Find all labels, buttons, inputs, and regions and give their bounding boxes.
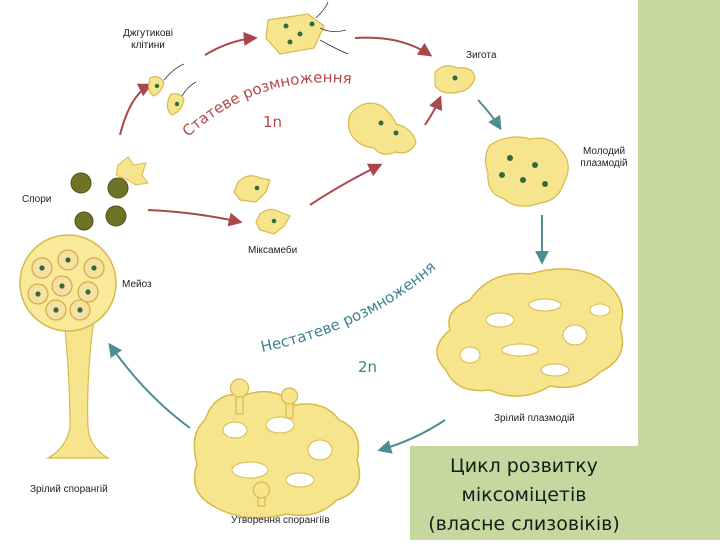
zygote-label: Зигота [466, 50, 497, 61]
arrow-to-flagellated-top [204, 31, 258, 56]
fusing-cells-illustration [347, 102, 417, 155]
sporangium-formation-label: Утворення спорангіїв [231, 515, 330, 526]
asexual-ploidy-label: 2n [358, 358, 377, 376]
caption-line-3: (власне слизовіків) [428, 513, 620, 535]
arrow-zygote-to-young-plasmodium [477, 99, 502, 131]
arrow-spores-to-myxamoebae [147, 209, 243, 227]
mature-plasmodium-illustration [436, 268, 624, 397]
meiosis-label: Мейоз [122, 279, 152, 290]
arrow-flagellated-to-zygote [354, 36, 433, 57]
myxamoebae-label: Міксамеби [248, 245, 298, 256]
asexual-reproduction-title: Нестатеве розмноження [259, 258, 439, 356]
young-plasmodium-label-line1: Молодий [582, 146, 626, 157]
arrow-formation-to-mature-sporangium [108, 342, 191, 429]
flagellated-cells-label-line2: клітини [131, 40, 165, 51]
zygote-illustration [434, 65, 476, 94]
flagellated-cells-illustration [148, 1, 349, 116]
arrow-spores-to-flagellated [119, 83, 153, 136]
myxamoebae-illustration [233, 175, 291, 235]
mature-plasmodium-label: Зрілий плазмодій [494, 413, 575, 424]
spores-illustration [70, 156, 149, 231]
arrow-myxamoebae-to-fusion [309, 163, 383, 206]
caption-box: Цикл розвитку міксоміцетів (власне слизо… [410, 446, 638, 540]
young-plasmodium-label: Молодий плазмодій [570, 146, 638, 170]
caption-line-1: Цикл розвитку [450, 455, 598, 477]
decorative-sidebar [638, 0, 720, 540]
flagellated-cells-label-line1: Джгутикові [123, 28, 173, 39]
sexual-ploidy-label: 1n [263, 113, 282, 131]
spores-label: Спори [22, 194, 52, 205]
mature-sporangium-label: Зрілий спорангій [30, 484, 108, 495]
caption-line-2: міксоміцетів [461, 484, 587, 506]
mature-sporangium-illustration [19, 234, 117, 459]
young-plasmodium-label-line2: плазмодій [580, 158, 628, 169]
arrow-mature-to-sporangium-formation [377, 419, 446, 454]
flagellated-cells-label: Джгутикові клітини [108, 28, 188, 52]
arrow-fusion-to-zygote [424, 95, 443, 126]
sporangium-formation-illustration [193, 378, 361, 519]
young-plasmodium-illustration [484, 136, 569, 207]
